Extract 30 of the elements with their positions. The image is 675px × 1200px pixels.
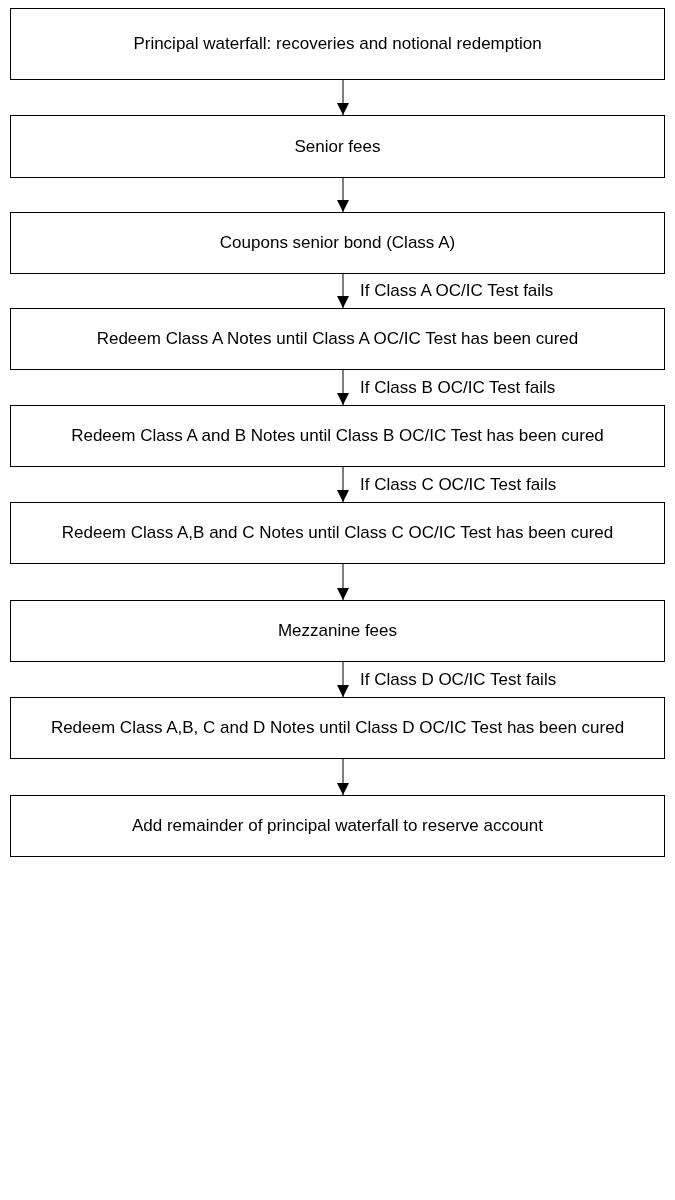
box-text: Add remainder of principal waterfall to reserve account: [131, 815, 543, 837]
edge-label: If Class B OC/IC Test fails: [360, 377, 556, 398]
box-text: Principal waterfall: recoveries and notional redemption: [133, 33, 542, 55]
arrow: [337, 79, 349, 116]
box-text: Redeem Class A Notes until Class A OC/IC Test has been cured: [96, 328, 579, 350]
box-text: Redeem Class A,B and C Notes until Class C OC/IC Test has been cured: [61, 522, 614, 544]
process-box: [10, 697, 665, 759]
edge-label: If Class D OC/IC Test fails: [360, 669, 557, 690]
arrow: [337, 563, 349, 601]
process-box: [10, 405, 665, 467]
process-box: [10, 600, 665, 662]
process-box: [10, 115, 665, 178]
process-box: [10, 8, 665, 80]
box-text: Redeem Class A and B Notes until Class B OC/IC Test has been cured: [71, 425, 604, 447]
box-text: Mezzanine fees: [277, 620, 398, 642]
arrow: [337, 369, 349, 406]
edge-label: If Class C OC/IC Test fails: [360, 474, 557, 495]
process-box: [10, 502, 665, 564]
box-text: Senior fees: [294, 135, 381, 158]
process-box: [10, 795, 665, 857]
box-text: Redeem Class A,B, C and D Notes until Class D OC/IC Test has been cured: [50, 717, 625, 739]
process-box: [10, 308, 665, 370]
arrow: [337, 177, 349, 213]
arrow: [337, 758, 349, 796]
arrow: [337, 661, 349, 698]
arrow: [337, 466, 349, 503]
box-text: Coupons senior bond (Class A): [219, 232, 456, 254]
edge-label: If Class A OC/IC Test fails: [360, 281, 554, 301]
process-box: [10, 212, 665, 274]
arrow: [337, 273, 349, 309]
